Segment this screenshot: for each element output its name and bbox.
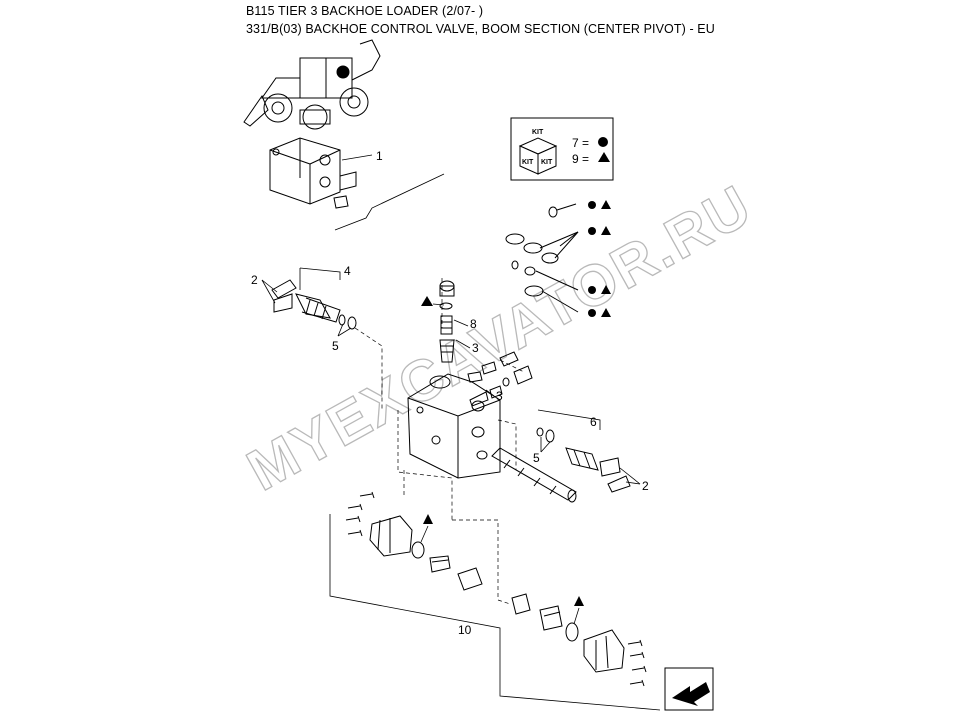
circle-symbol bbox=[598, 137, 608, 147]
next-page-arrow-icon bbox=[672, 682, 710, 706]
triangle-symbol bbox=[421, 296, 433, 306]
valve-body bbox=[407, 373, 501, 479]
page-title: B115 TIER 3 BACKHOE LOADER (2/07- ) bbox=[246, 4, 484, 18]
lower-left-end-cap bbox=[345, 491, 483, 591]
callout-bracket bbox=[329, 514, 661, 711]
triangle-symbol bbox=[574, 596, 584, 606]
separator-line bbox=[334, 173, 445, 231]
callout-5-left: 5 bbox=[332, 339, 339, 353]
kit-box: KIT KIT KIT 7 = 9 = bbox=[510, 117, 614, 181]
svg-text:KIT: KIT bbox=[522, 159, 534, 166]
callout-2-left: 2 bbox=[251, 273, 258, 287]
left-spool-group bbox=[271, 267, 357, 330]
callout-1: 1 bbox=[376, 149, 383, 163]
seal-kit-parts bbox=[505, 203, 579, 313]
lower-right-end-cap bbox=[511, 593, 647, 687]
callout-2-right: 2 bbox=[642, 479, 649, 493]
callout-4: 4 bbox=[344, 264, 351, 278]
triangle-symbol bbox=[423, 514, 433, 524]
kit-symbol-markers bbox=[588, 200, 611, 317]
main-spool bbox=[491, 447, 577, 503]
kit-row-9: 9 = bbox=[572, 152, 589, 166]
callout-10: 10 bbox=[458, 623, 472, 637]
callout-3-upper: 3 bbox=[472, 341, 479, 355]
assembly-guide-lines bbox=[354, 278, 525, 605]
triangle-symbol bbox=[598, 152, 610, 162]
relief-valve-stack bbox=[439, 280, 455, 363]
callout-5-right: 5 bbox=[533, 451, 540, 465]
leader-line bbox=[341, 154, 373, 161]
kit-row-7: 7 = bbox=[572, 136, 589, 150]
right-spool-group bbox=[536, 409, 631, 493]
callout-3-lower: 3 bbox=[496, 389, 503, 403]
page-subtitle: 331/B(03) BACKHOE CONTROL VALVE, BOOM SE… bbox=[246, 22, 715, 36]
callout-6: 6 bbox=[590, 415, 597, 429]
next-page-button[interactable] bbox=[664, 667, 714, 711]
backhoe-loader-thumbnail bbox=[243, 39, 381, 130]
svg-text:KIT: KIT bbox=[541, 159, 553, 166]
svg-text:KIT: KIT bbox=[532, 129, 544, 136]
plug-parts bbox=[467, 351, 533, 407]
control-valve-assembly bbox=[269, 137, 357, 209]
callout-8: 8 bbox=[470, 317, 477, 331]
